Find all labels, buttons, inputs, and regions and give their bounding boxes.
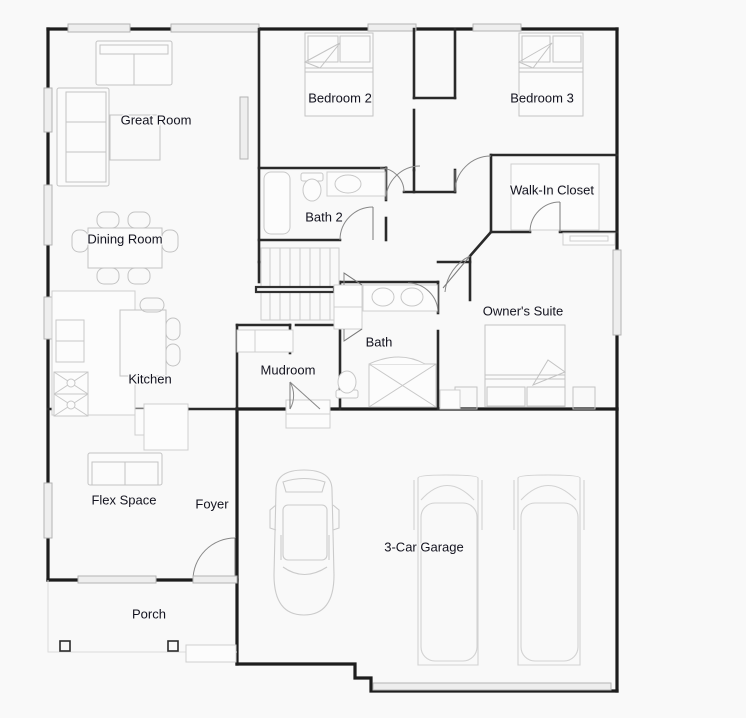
sink-right bbox=[400, 287, 424, 307]
doors bbox=[77, 155, 561, 584]
room-label-kitchen: Kitchen bbox=[128, 371, 171, 386]
door-bath-2-hall bbox=[385, 165, 421, 201]
garage-contents bbox=[269, 469, 612, 691]
door-owners-suite bbox=[442, 255, 471, 293]
room-label-bath: Bath bbox=[366, 334, 393, 349]
door-walk-in-closet bbox=[529, 201, 561, 233]
garage-door-opening bbox=[372, 682, 612, 691]
room-label-walk-in-closet: Walk-In Closet bbox=[510, 182, 594, 197]
coffee-table bbox=[109, 114, 161, 161]
room-label-bedroom-2: Bedroom 2 bbox=[308, 90, 372, 105]
parking-stall-3 bbox=[513, 474, 585, 666]
door-mudroom-garage bbox=[289, 381, 321, 410]
window-great-room-east-transom bbox=[239, 96, 249, 160]
room-label-dining-room: Dining Room bbox=[87, 231, 162, 246]
bed-bedroom-3 bbox=[518, 32, 584, 117]
room-label-porch: Porch bbox=[132, 606, 166, 621]
window-great-room-north-2 bbox=[170, 23, 260, 33]
window-flex-south bbox=[77, 575, 157, 584]
dining-room-furniture bbox=[71, 211, 179, 285]
room-labels: Great Room Dining Room Kitchen Flex Spac… bbox=[86, 89, 595, 623]
utility-boxes bbox=[368, 363, 461, 410]
column-left-marker bbox=[59, 640, 71, 652]
toilet-bath bbox=[335, 370, 359, 399]
window-dining-west bbox=[43, 184, 53, 246]
windows bbox=[43, 23, 622, 539]
room-label-mudroom: Mudroom bbox=[261, 362, 316, 377]
bedroom-2-furniture bbox=[303, 32, 374, 117]
door-bath bbox=[407, 282, 439, 314]
sink-bath-2 bbox=[334, 174, 362, 194]
door-stair-closet-lower bbox=[343, 328, 363, 342]
window-bedroom3-north bbox=[472, 23, 522, 32]
room-label-flex-space: Flex Space bbox=[91, 492, 156, 507]
stair-handrail bbox=[254, 285, 336, 294]
room-label-bath-2: Bath 2 bbox=[305, 209, 343, 224]
room-label-garage: 3-Car Garage bbox=[384, 539, 463, 554]
walk-in-closet-shelving bbox=[510, 163, 616, 246]
sink-left bbox=[371, 287, 395, 307]
owners-suite-furniture bbox=[454, 324, 596, 410]
great-room-furniture bbox=[56, 40, 173, 187]
staircase bbox=[254, 247, 363, 330]
car bbox=[269, 469, 340, 616]
door-bath-2 bbox=[339, 206, 374, 241]
bedroom-3-furniture bbox=[517, 32, 584, 117]
room-label-foyer: Foyer bbox=[195, 496, 229, 511]
column-right-marker bbox=[167, 640, 179, 652]
bathtub bbox=[263, 171, 291, 235]
nightstand-right bbox=[572, 386, 596, 410]
porch-columns bbox=[59, 640, 179, 652]
sectional-great-room bbox=[56, 87, 110, 187]
bar-stools bbox=[139, 297, 181, 367]
window-owners-east bbox=[612, 249, 622, 336]
kitchen-fixtures bbox=[51, 290, 189, 451]
porch-outline bbox=[47, 580, 237, 663]
room-label-owners-suite: Owner's Suite bbox=[483, 303, 564, 318]
room-label-bedroom-3: Bedroom 3 bbox=[510, 90, 574, 105]
window-bedroom2-north bbox=[367, 23, 417, 32]
door-stair-closet-upper bbox=[343, 272, 363, 286]
parking-stall-2 bbox=[413, 474, 483, 666]
door-linen-closet bbox=[379, 167, 405, 193]
range bbox=[53, 371, 89, 417]
bath-fixtures bbox=[335, 284, 439, 408]
sofa-great-room bbox=[95, 40, 173, 86]
door-bedroom-3 bbox=[454, 155, 492, 193]
window-great-room-west-1 bbox=[43, 87, 53, 133]
mudroom-fixtures bbox=[236, 329, 331, 429]
room-label-great-room: Great Room bbox=[121, 112, 192, 127]
dining-chairs bbox=[71, 211, 179, 285]
bed-bedroom-2 bbox=[304, 32, 374, 117]
window-flex-west bbox=[43, 482, 53, 539]
dining-table bbox=[87, 227, 163, 269]
flex-space-furniture bbox=[87, 452, 163, 486]
pantry bbox=[143, 403, 189, 451]
toilet-bath-2 bbox=[300, 172, 324, 202]
window-great-room-north bbox=[67, 23, 131, 33]
shower bbox=[368, 356, 437, 408]
bath-2-fixtures bbox=[263, 171, 386, 235]
door-front-entry bbox=[192, 537, 238, 584]
window-kitchen-west bbox=[43, 296, 53, 340]
kitchen-island bbox=[119, 309, 167, 377]
